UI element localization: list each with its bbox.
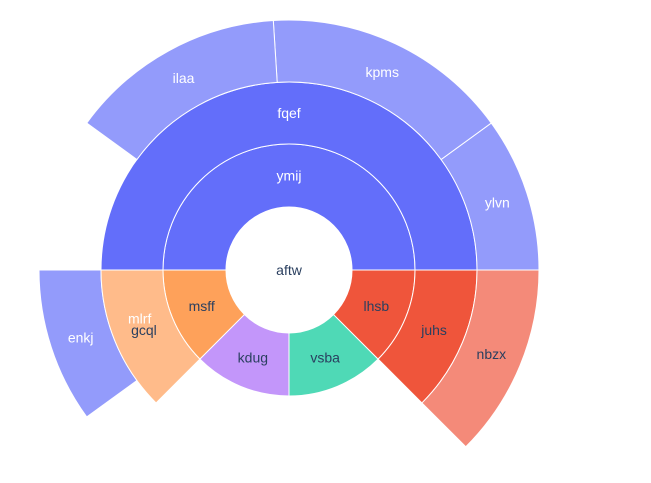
label-kpms: kpms	[366, 64, 399, 80]
label-aftw: aftw	[276, 262, 303, 278]
label-nbzx: nbzx	[477, 346, 507, 362]
label-fqef: fqef	[277, 105, 300, 121]
label-enkj: enkj	[68, 330, 94, 346]
label-mlrf: mlrf	[128, 311, 151, 327]
sector-ilaa[interactable]	[86, 19, 278, 161]
label-ymij: ymij	[277, 168, 302, 184]
sector-gcql[interactable]	[100, 269, 201, 404]
label-lhsb: lhsb	[363, 298, 389, 314]
label-msff: msff	[189, 298, 215, 314]
sunburst-labels: aftw ymij fqef ylvn kpms ilaa mlrf enkj msff gcql…	[68, 64, 510, 365]
label-juhs: juhs	[420, 322, 447, 338]
label-vsba: vsba	[310, 349, 340, 365]
sunburst-segments	[38, 19, 540, 448]
label-gcql: gcql	[131, 322, 157, 338]
label-ilaa: ilaa	[173, 70, 195, 86]
sector-nbzx[interactable]	[421, 269, 540, 448]
label-ylvn: ylvn	[485, 194, 510, 210]
label-kdug: kdug	[238, 349, 268, 365]
